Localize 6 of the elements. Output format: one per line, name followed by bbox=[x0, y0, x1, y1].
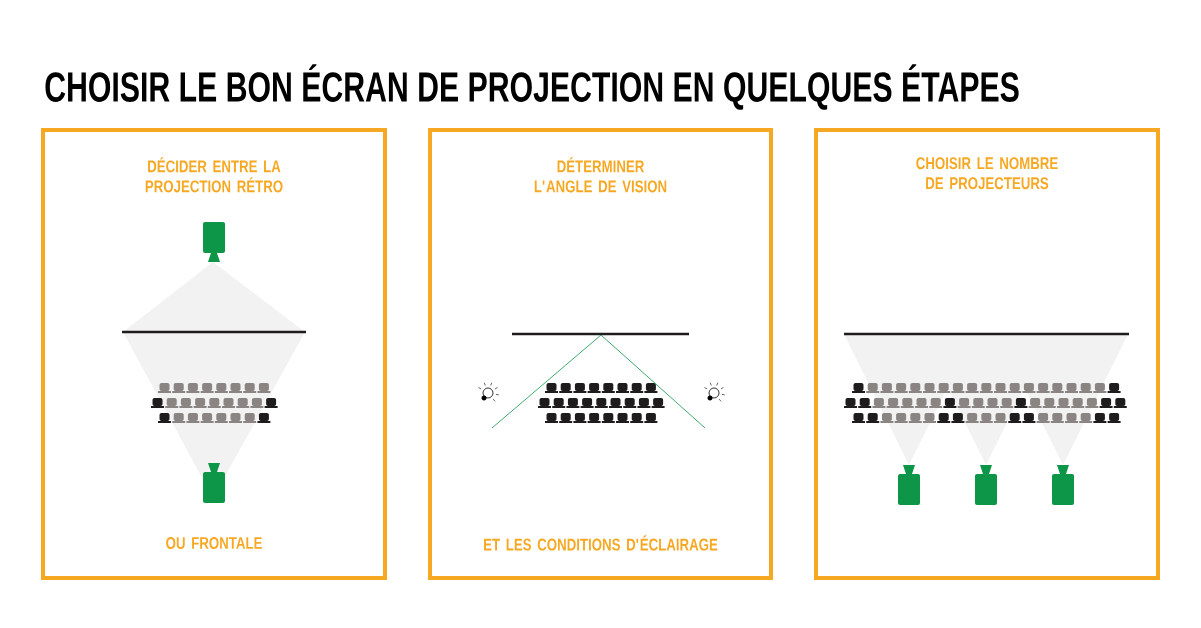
title: CHOISIR LE BON ÉCRAN DE PROJECTION EN QUELQUES ÉTAPES bbox=[45, 64, 1019, 110]
panel-heading: CHOISIR LE NOMBRE DE PROJECTEURS bbox=[916, 157, 1058, 190]
panel-heading: DÉTERMINER L'ANGLE DE VISION bbox=[534, 157, 667, 193]
panel-caption: ET LES CONDITIONS D'ÉCLAIRAGE bbox=[484, 535, 718, 551]
panel-heading: DÉCIDER ENTRE LA PROJECTION RÉTRO bbox=[145, 157, 283, 193]
panel-caption: OU FRONTALE bbox=[166, 536, 262, 549]
